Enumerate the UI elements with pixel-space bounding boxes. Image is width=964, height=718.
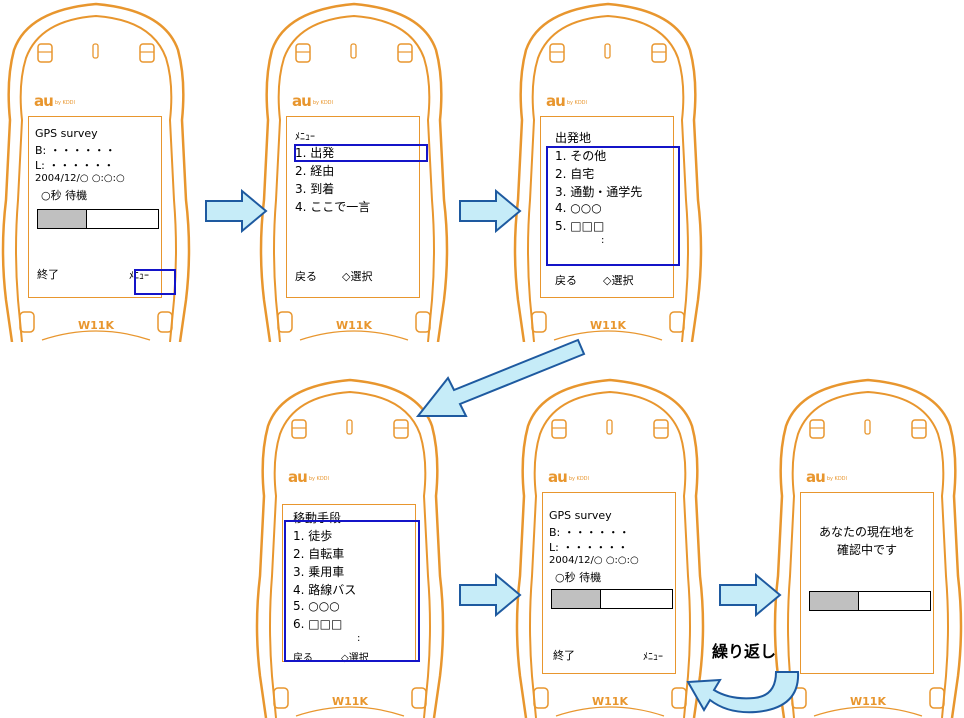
progress-fill (38, 210, 87, 228)
flow-arrow-right (719, 572, 782, 618)
list-item[interactable]: 2. 自宅 (555, 167, 595, 181)
list-item[interactable]: 3. 通勤・通学先 (555, 185, 643, 199)
list-item[interactable]: 6. □□□ (293, 617, 343, 631)
screen-title: GPS survey (35, 127, 98, 140)
locating-line-1: あなたの現在地を (818, 525, 915, 539)
softkey-select[interactable]: ◇選択 (603, 274, 634, 287)
flow-arrow-down-left (415, 338, 586, 417)
softkey-select[interactable]: ◇選択 (341, 653, 369, 664)
screen-menu: ﾒﾆｭｰ 1. 出発 2. 経由 3. 到着 4. ここで一言 戻る ◇選択 (286, 116, 420, 298)
phone-body (773, 378, 963, 718)
latitude-line: B: ・・・・・・ (35, 144, 116, 157)
phone-body (255, 378, 445, 718)
softkey-end[interactable]: 終了 (37, 268, 59, 281)
list-item[interactable]: 1. その他 (555, 149, 607, 163)
menu-item[interactable]: 4. ここで一言 (295, 200, 371, 214)
softkey-menu[interactable]: ﾒﾆｭｰ (129, 271, 149, 282)
phone-model-label: W11K (592, 695, 628, 708)
list-highlight (284, 520, 420, 662)
progress-bar (809, 591, 931, 611)
softkey-back[interactable]: 戻る (295, 270, 317, 283)
flow-arrow-right (459, 572, 522, 618)
more-ellipsis: : (601, 235, 605, 246)
list-item[interactable]: 5. □□□ (555, 219, 605, 233)
menu-item[interactable]: 3. 到着 (295, 182, 335, 196)
repeat-arrow (686, 671, 800, 714)
list-item[interactable]: 4. 路線バス (293, 583, 357, 597)
flow-arrow-right (205, 188, 268, 234)
phone-body (513, 2, 703, 342)
screen-title: GPS survey (549, 509, 612, 522)
phone-model-label: W11K (78, 319, 114, 332)
longitude-line: L: ・・・・・・ (549, 541, 629, 554)
longitude-line: L: ・・・・・・ (35, 159, 115, 172)
phone-body (515, 378, 705, 718)
phone-model-label: W11K (590, 319, 626, 332)
phone-model-label: W11K (336, 319, 372, 332)
phone-body (1, 2, 191, 342)
more-ellipsis: : (357, 633, 361, 644)
datetime-line: 2004/12/○ ○:○:○ (549, 555, 639, 566)
list-item[interactable]: 2. 自転車 (293, 547, 345, 561)
progress-bar (37, 209, 159, 229)
latitude-line: B: ・・・・・・ (549, 526, 630, 539)
screen-title: 出発地 (555, 131, 592, 145)
softkey-menu[interactable]: ﾒﾆｭｰ (643, 652, 663, 663)
repeat-label: 繰り返し (712, 642, 777, 661)
screen-standby: GPS survey B: ・・・・・・ L: ・・・・・・ 2004/12/○… (542, 492, 676, 674)
list-item[interactable]: 1. 徒歩 (293, 529, 333, 543)
list-highlight (546, 146, 680, 266)
phone-model-label: W11K (332, 695, 368, 708)
phone-model-label: W11K (850, 695, 886, 708)
menu-highlight (134, 269, 176, 295)
flow-arrow-right (459, 188, 522, 234)
list-item[interactable]: 3. 乗用車 (293, 565, 345, 579)
progress-fill (810, 592, 859, 610)
status-line: ○秒 待機 (41, 189, 88, 202)
menu-item[interactable]: 1. 出発 (295, 146, 335, 160)
datetime-line: 2004/12/○ ○:○:○ (35, 173, 125, 184)
phone-body (259, 2, 449, 342)
softkey-select[interactable]: ◇選択 (342, 270, 373, 283)
softkey-end[interactable]: 終了 (553, 649, 575, 662)
screen-title: ﾒﾆｭｰ (295, 132, 315, 143)
status-line: ○秒 待機 (555, 571, 602, 584)
menu-highlight (294, 144, 428, 162)
softkey-back[interactable]: 戻る (555, 274, 577, 287)
screen-standby: GPS survey B: ・・・・・・ L: ・・・・・・ 2004/12/○… (28, 116, 162, 298)
list-item[interactable]: 4. ○○○ (555, 201, 602, 215)
screen-locating: あなたの現在地を 確認中です (800, 492, 934, 674)
list-item[interactable]: 5. ○○○ (293, 599, 340, 613)
locating-line-2: 確認中です (836, 543, 897, 557)
progress-bar (551, 589, 673, 609)
menu-item[interactable]: 2. 経由 (295, 164, 335, 178)
softkey-back[interactable]: 戻る (293, 653, 313, 664)
progress-fill (552, 590, 601, 608)
